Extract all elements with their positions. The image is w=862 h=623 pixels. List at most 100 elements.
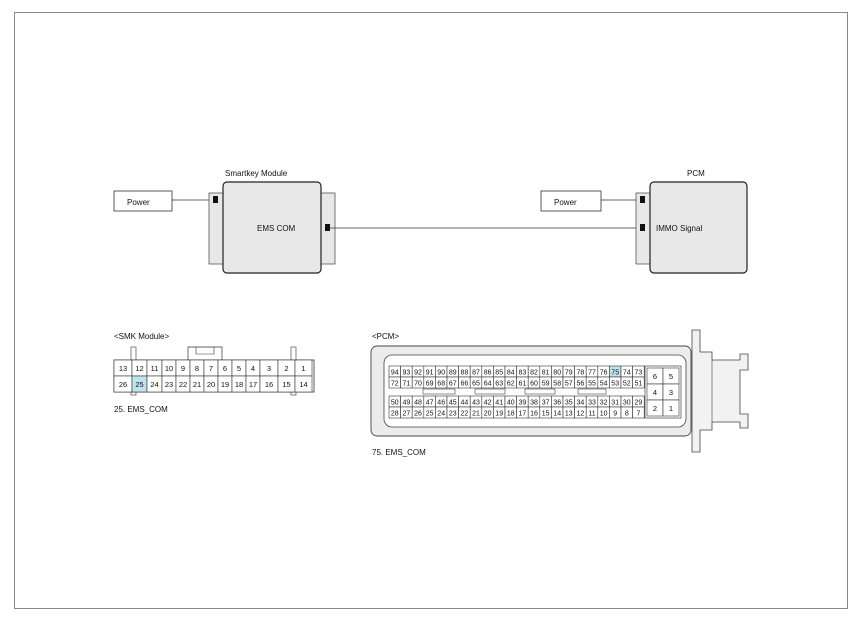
pcm-pin-21-label: 21 (472, 410, 480, 417)
smk-pin-1-label: 1 (301, 364, 305, 373)
pcm-pin-70-label: 70 (414, 380, 422, 387)
smartkey-ems-com-label: EMS COM (257, 224, 296, 233)
pcm-pin-16-label: 16 (530, 410, 538, 417)
smk-pin-22-label: 22 (179, 380, 187, 389)
smk-pin-25-label: 25 (135, 380, 143, 389)
pcm-pin-24-label: 24 (437, 410, 445, 417)
pcm-pin-12-label: 12 (577, 410, 585, 417)
pcm-power-box (540, 190, 602, 212)
smk-pin-23-label: 23 (165, 380, 173, 389)
pcm-pin-35-label: 35 (565, 399, 573, 406)
pcm-pin-90-label: 90 (437, 369, 445, 376)
pcm-pin-91-label: 91 (426, 369, 434, 376)
pcm-pin-32-label: 32 (600, 399, 608, 406)
pcm-module-title: PCM (687, 169, 705, 178)
smk-connector: 1326122511241023922821720619518417316215… (113, 346, 315, 396)
pcm-pin-66-label: 66 (461, 380, 469, 387)
pcm-pin-81-label: 81 (542, 369, 550, 376)
smk-latch-inner (195, 347, 215, 355)
pcm-pin-51-cell (632, 376, 645, 389)
pcm-connector-caption: 75. EMS_COM (372, 448, 426, 457)
smk-pin-24-label: 24 (150, 380, 158, 389)
pcm-pin-84-label: 84 (507, 369, 515, 376)
pcm-pin-79-label: 79 (565, 369, 573, 376)
pcm-pin-48-label: 48 (414, 399, 422, 406)
pcm-pin-68-label: 68 (437, 380, 445, 387)
pcm-pin-33-label: 33 (588, 399, 596, 406)
smartkey-module-title: Smartkey Module (225, 169, 288, 178)
pcm-pin-67-label: 67 (449, 380, 457, 387)
pcm-pin-74-label: 74 (623, 369, 631, 376)
pcm-pin-42-label: 42 (484, 399, 492, 406)
smk-pin-2-label: 2 (284, 364, 288, 373)
smk-connector-caption: 25. EMS_COM (114, 405, 168, 414)
smk-pin-13-label: 13 (119, 364, 127, 373)
pcm-pin-28-label: 28 (391, 410, 399, 417)
smartkey-power-box (113, 190, 173, 212)
smk-pin-10-label: 10 (165, 364, 173, 373)
pcm-pin-88-label: 88 (461, 369, 469, 376)
smk-pin-26-label: 26 (119, 380, 127, 389)
pcm-pin-13-label: 13 (565, 410, 573, 417)
smartkey-power-label: Power (127, 198, 150, 207)
smk-pin-16-label: 16 (265, 380, 273, 389)
pcm-pin-20-label: 20 (484, 410, 492, 417)
pcm-pin-17-label: 17 (519, 410, 527, 417)
pcm-pin-58-label: 58 (553, 380, 561, 387)
pcm-pin-86-label: 86 (484, 369, 492, 376)
pcm-pin-63-label: 63 (495, 380, 503, 387)
smk-pin-20-label: 20 (207, 380, 215, 389)
pcm-pin-93-label: 93 (403, 369, 411, 376)
pcm-key-rib (474, 388, 506, 395)
pcm-key-rib (422, 388, 456, 395)
pcm-pin-77-label: 77 (588, 369, 596, 376)
pcm-pin-73-label: 73 (635, 369, 643, 376)
pcm-pin-41-label: 41 (495, 399, 503, 406)
pcm-pin-34-label: 34 (577, 399, 585, 406)
pcm-pin-82-label: 82 (530, 369, 538, 376)
smk-latch (187, 346, 223, 360)
pcm-immo-signal-label: IMMO Signal (656, 224, 702, 233)
pcm-pin-49-label: 49 (403, 399, 411, 406)
pcm-pin-78-label: 78 (577, 369, 585, 376)
pcm-pin-30-label: 30 (623, 399, 631, 406)
pcm-aux-pin-2-label: 2 (653, 404, 657, 413)
pcm-side-latch (691, 329, 749, 453)
smk-pin-8-label: 8 (195, 364, 199, 373)
pcm-pin-45-label: 45 (449, 399, 457, 406)
pcm-pin-9-label: 9 (613, 410, 617, 417)
pcm-pin-19-label: 19 (495, 410, 503, 417)
pcm-aux-pin-1-cell (662, 399, 680, 417)
smk-pin-19-label: 19 (221, 380, 229, 389)
pcm-key-rib (577, 388, 607, 395)
pcm-pin-7-cell (632, 406, 645, 419)
smk-pin-4-label: 4 (251, 364, 255, 373)
smk-pin-9-label: 9 (181, 364, 185, 373)
pcm-pin-62-label: 62 (507, 380, 515, 387)
smk-connector-title: <SMK Module> (114, 332, 169, 341)
pcm-pin-7-label: 7 (636, 410, 640, 417)
pcm-pin-29-label: 29 (635, 399, 643, 406)
pcm-pin-72-label: 72 (391, 380, 399, 387)
smk-pin-7-label: 7 (209, 364, 213, 373)
pcm-pin-23-label: 23 (449, 410, 457, 417)
smk-pin-5-label: 5 (237, 364, 241, 373)
smk-pin-15-label: 15 (282, 380, 290, 389)
pcm-pin-92-label: 92 (414, 369, 422, 376)
pcm-pin-46-label: 46 (437, 399, 445, 406)
pcm-pin-25-label: 25 (426, 410, 434, 417)
pcm-pin-38-label: 38 (530, 399, 538, 406)
pcm-pin-31-label: 31 (611, 399, 619, 406)
pcm-pin-40-label: 40 (507, 399, 515, 406)
pcm-aux-pin-1-label: 1 (669, 404, 673, 413)
pcm-pin-87-label: 87 (472, 369, 480, 376)
pcm-pin-75-label: 75 (611, 369, 619, 376)
pcm-pin-61-label: 61 (519, 380, 527, 387)
smk-pin-21-label: 21 (193, 380, 201, 389)
pcm-pin-51-label: 51 (635, 380, 643, 387)
pcm-module-box (649, 181, 748, 274)
pcm-pin-18-label: 18 (507, 410, 515, 417)
pcm-pin-57-label: 57 (565, 380, 573, 387)
pcm-pin-8-label: 8 (625, 410, 629, 417)
